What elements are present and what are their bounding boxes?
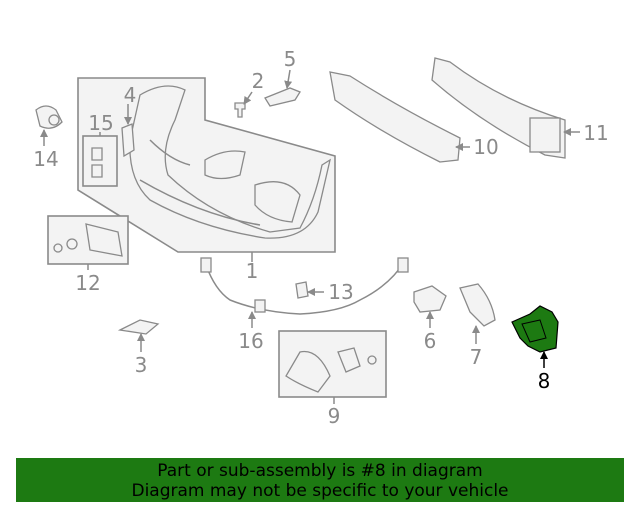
callout-3: 3 — [135, 353, 148, 377]
callout-12: 12 — [75, 271, 100, 295]
callout-8: 8 — [538, 369, 551, 393]
sensor-part-14 — [35, 105, 63, 129]
banner-line-1: Part or sub-assembly is #8 in diagram — [157, 461, 483, 481]
bracket-part-5 — [264, 87, 301, 107]
callout-11: 11 — [583, 121, 608, 145]
bracket-part-6 — [413, 285, 447, 313]
clip-part-13 — [295, 281, 309, 299]
callout-6: 6 — [424, 329, 437, 353]
bumper-cover-group — [77, 77, 336, 253]
callout-13: 13 — [328, 280, 353, 304]
callout-10: 10 — [473, 135, 498, 159]
callout-5: 5 — [284, 47, 297, 71]
leader-lines — [40, 69, 580, 404]
callout-1: 1 — [246, 259, 259, 283]
highlighted-part-8 — [511, 305, 559, 353]
callout-4: 4 — [124, 83, 137, 107]
callout-9: 9 — [328, 404, 341, 428]
cover-part-3 — [117, 319, 160, 335]
info-banner: Part or sub-assembly is #8 in diagram Di… — [16, 458, 624, 502]
clip-part-2 — [234, 102, 246, 118]
callout-2: 2 — [252, 69, 265, 93]
bracket-part-7 — [459, 283, 496, 327]
banner-line-2: Diagram may not be specific to your vehi… — [131, 481, 509, 501]
bracket-group-part-12 — [47, 215, 129, 265]
absorber-part-10 — [329, 71, 461, 163]
callout-15: 15 — [88, 111, 113, 135]
lamp-group-part-9 — [278, 330, 387, 398]
seal-group-part-15 — [82, 135, 118, 187]
parts-diagram: 1 2 3 4 5 6 7 8 9 10 11 12 13 14 15 16 — [33, 47, 608, 428]
callout-7: 7 — [470, 345, 483, 369]
bracket-part-4 — [121, 123, 135, 158]
callout-14: 14 — [33, 147, 58, 171]
callout-16: 16 — [238, 329, 263, 353]
reinforcement-part-11 — [431, 57, 566, 159]
wire-harness-part-16 — [200, 257, 409, 315]
